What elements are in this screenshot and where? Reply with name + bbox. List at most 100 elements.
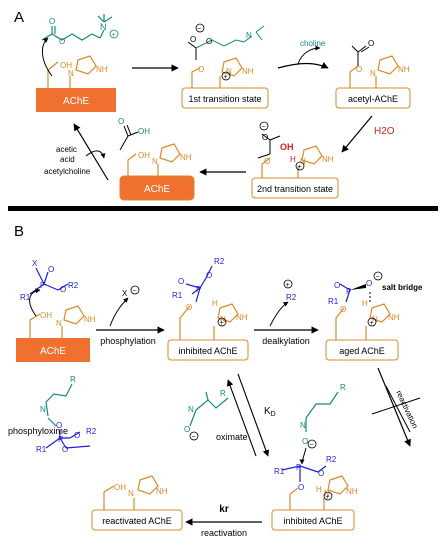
svg-text:NH: NH bbox=[322, 155, 334, 164]
svg-text:X: X bbox=[32, 259, 38, 268]
arrow-to-start bbox=[73, 123, 109, 181]
acetyl-ache-structure bbox=[349, 55, 399, 88]
svg-text:−: − bbox=[192, 434, 196, 441]
ache-label-2: AChE bbox=[144, 184, 170, 195]
panel-divider bbox=[8, 206, 438, 211]
svg-text:P: P bbox=[296, 463, 301, 472]
svg-text:R1: R1 bbox=[36, 445, 47, 454]
svg-text:R2: R2 bbox=[214, 257, 225, 266]
water-label: H2O bbox=[374, 126, 395, 137]
svg-text:N: N bbox=[68, 69, 74, 78]
acetylcholine-label: acetylcholine bbox=[44, 167, 91, 176]
svg-text:O: O bbox=[74, 431, 80, 440]
svg-text:NH: NH bbox=[236, 313, 248, 322]
svg-text:OH: OH bbox=[138, 127, 150, 136]
svg-text:−: − bbox=[133, 288, 137, 295]
svg-text:+: + bbox=[112, 32, 116, 39]
svg-text:R: R bbox=[220, 389, 226, 398]
svg-text:O: O bbox=[368, 39, 374, 48]
histidine-ring-1 bbox=[75, 55, 97, 75]
svg-text:−: − bbox=[197, 26, 201, 33]
ache-enzyme-box-b bbox=[16, 338, 90, 362]
svg-text:O: O bbox=[198, 65, 204, 74]
svg-text:R2: R2 bbox=[286, 293, 297, 302]
svg-text:O: O bbox=[190, 35, 196, 44]
svg-text:O: O bbox=[366, 279, 372, 288]
svg-text:R2: R2 bbox=[86, 427, 97, 436]
svg-text:NH: NH bbox=[398, 65, 410, 74]
svg-text:O: O bbox=[302, 437, 308, 446]
svg-text:NH: NH bbox=[84, 315, 96, 324]
ache-enzyme-box-2 bbox=[119, 175, 195, 201]
svg-text:O: O bbox=[49, 17, 55, 26]
svg-text:OH: OH bbox=[280, 142, 294, 152]
inhibited-ache-label-2: inhibited AChE bbox=[283, 516, 342, 526]
svg-text:−: − bbox=[262, 124, 266, 131]
svg-text:N: N bbox=[226, 67, 232, 76]
acetic-acid-structure bbox=[119, 124, 139, 151]
svg-text:O: O bbox=[62, 445, 68, 454]
ache-label: AChE bbox=[63, 96, 89, 107]
choline-label: choline bbox=[300, 39, 326, 48]
svg-text:H: H bbox=[316, 485, 322, 494]
svg-text:OH: OH bbox=[60, 61, 72, 70]
ts2-label: 2nd transition state bbox=[257, 184, 333, 194]
ts1-box bbox=[181, 87, 269, 109]
svg-text:R1: R1 bbox=[328, 297, 339, 306]
svg-text:NH: NH bbox=[242, 67, 254, 76]
svg-text:O: O bbox=[318, 469, 324, 478]
arrow-to-acetyl bbox=[277, 62, 329, 69]
inhibited-ache-structure bbox=[185, 265, 213, 303]
ts2-box bbox=[251, 177, 339, 199]
svg-text:+: + bbox=[224, 74, 228, 81]
svg-text:O: O bbox=[48, 265, 54, 274]
panel-a-label: A bbox=[14, 9, 24, 26]
serine-ts1 bbox=[191, 57, 243, 88]
aged-ache-structure bbox=[339, 283, 351, 303]
svg-text:O: O bbox=[56, 421, 62, 430]
ache-label-b: AChE bbox=[40, 346, 66, 357]
svg-text:O: O bbox=[118, 117, 124, 126]
svg-text:R1: R1 bbox=[172, 291, 183, 300]
svg-text:NH: NH bbox=[156, 487, 168, 496]
svg-text:O: O bbox=[184, 425, 190, 434]
dealkylation-label: dealkylation bbox=[262, 336, 310, 346]
svg-text:P: P bbox=[346, 287, 351, 296]
arrow-kd-forward bbox=[237, 373, 270, 457]
svg-text:O: O bbox=[206, 37, 212, 46]
arrow-hydrolysis bbox=[341, 115, 373, 153]
ts1-label: 1st transition state bbox=[188, 94, 261, 104]
svg-text:O: O bbox=[340, 305, 346, 314]
svg-text:N: N bbox=[370, 69, 376, 78]
panel-b-label: B bbox=[14, 223, 24, 240]
svg-text:R2: R2 bbox=[68, 281, 79, 290]
svg-text:X: X bbox=[122, 289, 128, 298]
acetylcholine-structure bbox=[41, 14, 113, 41]
reactivation-label: reactivation bbox=[201, 528, 247, 538]
svg-text:R: R bbox=[340, 383, 346, 392]
svg-text:O: O bbox=[178, 277, 184, 286]
svg-text:R1: R1 bbox=[274, 467, 285, 476]
organophosphate-structure bbox=[29, 267, 69, 295]
svg-text:OH: OH bbox=[40, 311, 52, 320]
phosphylation-label: phosphylation bbox=[100, 336, 156, 346]
svg-text:+: + bbox=[220, 320, 224, 327]
aged-ache-label: aged AChE bbox=[339, 346, 385, 356]
svg-text:N: N bbox=[128, 489, 134, 498]
svg-text:+: + bbox=[370, 320, 374, 327]
svg-text:+: + bbox=[286, 282, 290, 289]
reactivated-ache-structure bbox=[103, 475, 159, 510]
n-plus-label: N bbox=[100, 22, 107, 32]
svg-text:N: N bbox=[300, 421, 306, 430]
salt-bridge-label: salt bridge bbox=[382, 283, 423, 292]
inhibited-ache-box bbox=[167, 339, 249, 361]
svg-text:NH: NH bbox=[388, 313, 400, 322]
acetyl-ache-label: acetyl-AChE bbox=[348, 94, 398, 104]
svg-text:OH: OH bbox=[138, 151, 150, 160]
svg-text:R: R bbox=[70, 375, 76, 384]
svg-text:O: O bbox=[264, 157, 270, 166]
svg-text:O: O bbox=[186, 303, 192, 312]
svg-text:N: N bbox=[220, 315, 226, 324]
svg-text:O: O bbox=[59, 37, 65, 46]
